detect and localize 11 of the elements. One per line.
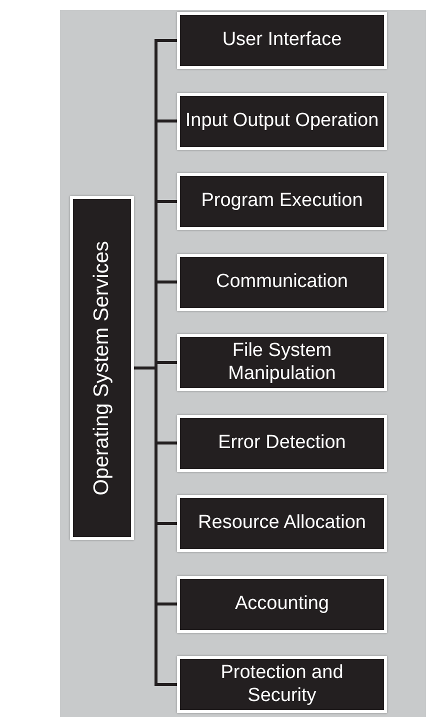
connector-line [134, 366, 177, 686]
service-box: Protection and Security [177, 656, 387, 713]
service-box: Communication [177, 254, 387, 310]
root-box: Operating System Services [70, 196, 134, 540]
service-box: User Interface [177, 12, 387, 69]
service-box: Input Output Operation [177, 92, 387, 150]
service-box: Program Execution [177, 173, 387, 230]
service-box: Error Detection [177, 414, 387, 472]
service-box: File System Manipulation [177, 334, 387, 391]
service-box: Resource Allocation [177, 495, 387, 552]
service-box: Accounting [177, 576, 387, 632]
